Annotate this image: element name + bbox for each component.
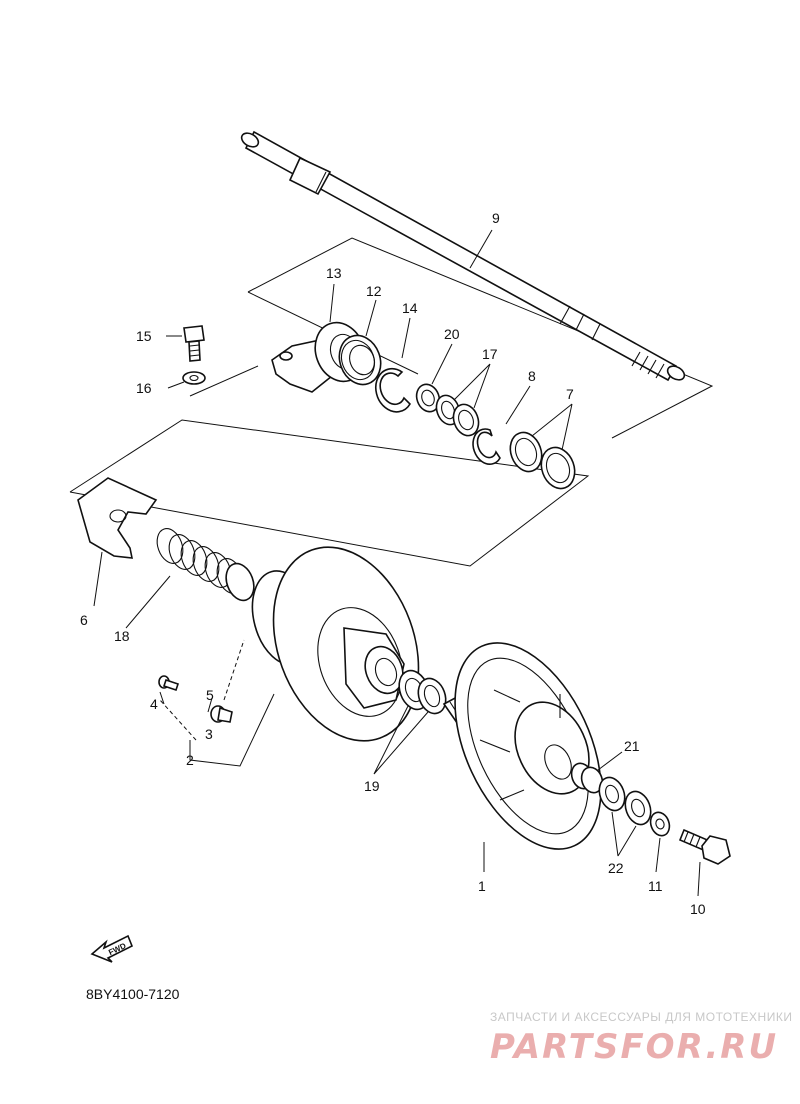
part-label-1: 1 bbox=[478, 878, 486, 894]
part-label-21: 21 bbox=[624, 738, 640, 754]
bearing bbox=[338, 334, 382, 386]
washer-20 bbox=[415, 383, 441, 413]
washer-pair-17 bbox=[435, 394, 480, 437]
part-label-2: 2 bbox=[186, 752, 194, 768]
bolt-15 bbox=[183, 325, 205, 362]
diagram-code: 8BY4100-7120 bbox=[86, 986, 180, 1002]
washer-16 bbox=[182, 371, 206, 385]
snap-ring-8 bbox=[472, 428, 501, 465]
part-label-16: 16 bbox=[136, 380, 152, 396]
ring-pair-7 bbox=[509, 431, 576, 490]
shaft bbox=[240, 130, 686, 382]
fwd-label: FWD bbox=[107, 941, 128, 957]
part-label-17: 17 bbox=[482, 346, 498, 362]
part-label-5: 5 bbox=[206, 687, 214, 703]
hex-bolt-10 bbox=[678, 828, 731, 865]
watermark-logo: PARTSFOR.RU bbox=[490, 1027, 778, 1067]
part-label-22: 22 bbox=[608, 860, 624, 876]
circlip-large bbox=[375, 367, 412, 413]
lower-group-frame bbox=[69, 419, 590, 567]
part-label-4: 4 bbox=[150, 696, 158, 712]
part-label-3: 3 bbox=[205, 726, 213, 742]
part-label-14: 14 bbox=[402, 300, 418, 316]
part-label-13: 13 bbox=[326, 265, 342, 281]
part-label-8: 8 bbox=[528, 368, 536, 384]
sheave-1 bbox=[442, 642, 602, 850]
sheave-2 bbox=[251, 546, 420, 742]
part-label-12: 12 bbox=[366, 283, 382, 299]
collar-21 bbox=[570, 762, 604, 794]
watermark-tagline: ЗАПЧАСТИ И АКСЕССУАРЫ ДЛЯ МОТОТЕХНИКИ bbox=[490, 1010, 792, 1024]
part-label-9: 9 bbox=[492, 210, 500, 226]
part-label-11: 11 bbox=[648, 878, 663, 894]
small-collar-3 bbox=[210, 705, 233, 723]
small-bolt-4 bbox=[158, 675, 180, 692]
part-label-19: 19 bbox=[364, 778, 380, 794]
part-label-20: 20 bbox=[444, 326, 460, 342]
fwd-arrow-icon: FWD bbox=[90, 934, 134, 963]
leader-lines bbox=[93, 229, 701, 897]
cam-weight-6 bbox=[77, 477, 158, 559]
part-label-10: 10 bbox=[690, 901, 706, 917]
washers-22 bbox=[598, 776, 652, 826]
part-label-7: 7 bbox=[566, 386, 574, 402]
spring-18 bbox=[156, 528, 255, 602]
washer-11 bbox=[649, 811, 671, 837]
shim-rings-19 bbox=[398, 669, 447, 715]
part-number-labels: 1 2 3 4 5 6 7 8 9 10 11 12 13 14 15 16 1… bbox=[80, 210, 706, 917]
part-label-6: 6 bbox=[80, 612, 88, 628]
part-label-18: 18 bbox=[114, 628, 130, 644]
part-label-15: 15 bbox=[136, 328, 152, 344]
